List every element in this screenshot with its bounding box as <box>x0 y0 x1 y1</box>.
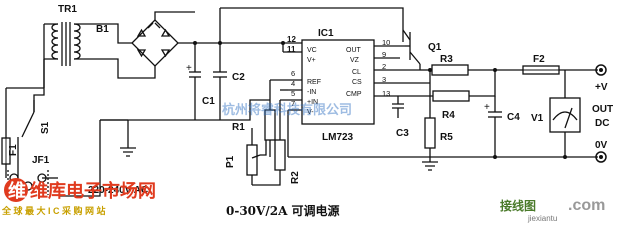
label-out-title: OUT <box>592 104 613 115</box>
transformer-tr1: TR1 <box>44 4 90 66</box>
output-terminal-zero: 0V <box>595 140 608 163</box>
svg-text:6: 6 <box>291 69 295 78</box>
ground-symbol-2 <box>422 161 438 171</box>
svg-text:VC: VC <box>307 47 317 54</box>
brand-logo-left: 维 维库电子市场网 全球最大IC采购网站 <box>1 178 156 216</box>
capacitor-c1: + C1 <box>186 43 215 120</box>
label-f2: F2 <box>533 54 545 65</box>
svg-text:维: 维 <box>8 180 26 201</box>
svg-text:CL: CL <box>352 69 361 76</box>
output-terminal-plus: +V <box>595 64 608 93</box>
resistor-r5: R5 <box>424 83 453 162</box>
svg-text:5: 5 <box>291 89 295 98</box>
capacitor-c3: C3 <box>392 96 409 139</box>
label-s1: S1 <box>40 121 51 134</box>
svg-text:OUT: OUT <box>346 47 362 54</box>
svg-text:4: 4 <box>291 79 295 88</box>
brand-right-name: 接线图 <box>500 198 536 213</box>
brand-logo-right: 接线图 .com jiexiantu <box>500 197 605 223</box>
label-f1: F1 <box>8 144 19 156</box>
svg-text:+: + <box>484 102 490 113</box>
potentiometer-p1: P1 <box>225 89 288 185</box>
svg-text:11: 11 <box>287 45 296 54</box>
label-c2: C2 <box>232 72 245 83</box>
svg-text:V-: V- <box>307 109 314 116</box>
fuse-f2: F2 <box>520 54 598 75</box>
label-tr1: TR1 <box>58 4 77 15</box>
label-jf1: JF1 <box>32 155 50 166</box>
svg-text:V+: V+ <box>307 57 316 64</box>
svg-text:0V: 0V <box>595 140 608 151</box>
label-r2: R2 <box>290 171 301 184</box>
resistor-r4: R4 <box>398 70 496 121</box>
svg-text:-IN: -IN <box>307 89 316 96</box>
schematic-diagram: TR1 F1 S1 JF1 220-240V AC B1 <box>1 4 613 223</box>
label-b1: B1 <box>96 24 109 35</box>
svg-text:3: 3 <box>382 75 386 84</box>
brand-logo-mark <box>4 178 28 202</box>
svg-text:2: 2 <box>382 62 386 71</box>
label-dc-title: DC <box>595 118 609 129</box>
wire-primary-2 <box>6 59 45 89</box>
label-v1: V1 <box>531 113 544 124</box>
resistor-r1: R1 <box>232 79 288 157</box>
brand-right-com: .com <box>568 197 605 214</box>
label-c1: C1 <box>202 96 215 107</box>
label-ic1: IC1 <box>318 28 334 39</box>
capacitor-c4: + C4 <box>484 96 520 157</box>
label-p1: P1 <box>225 155 236 168</box>
watermark-company: 杭州将睿科技有限公司 <box>222 102 352 117</box>
label-ic-part: LM723 <box>322 132 354 143</box>
label-c3: C3 <box>396 128 409 139</box>
ic-lm723: IC1 LM723 VC V+ REF -IN +IN V- OUT VZ CL… <box>282 28 430 143</box>
svg-text:+IN: +IN <box>307 99 318 106</box>
svg-text:CS: CS <box>352 79 362 86</box>
svg-text:12: 12 <box>287 35 296 44</box>
label-r4: R4 <box>442 110 455 121</box>
brand-right-url: jiexiantu <box>527 214 557 223</box>
capacitor-c2: C2 <box>213 43 245 120</box>
fuse-f1: F1 <box>1 105 19 178</box>
svg-text:+V: +V <box>595 82 608 93</box>
bridge-rectifier-b1: B1 <box>90 11 195 79</box>
svg-text:VZ: VZ <box>350 57 360 64</box>
label-r1: R1 <box>232 122 245 133</box>
brand-left-tagline: 全球最大IC采购网站 <box>1 205 108 216</box>
switch-s1: S1 <box>17 100 51 178</box>
diagram-caption: 0-30V/2A 可调电源 <box>226 203 340 218</box>
label-c4: C4 <box>507 112 520 123</box>
svg-text:13: 13 <box>382 89 390 98</box>
svg-text:+: + <box>186 63 192 74</box>
transistor-q1: Q1 <box>402 29 442 70</box>
brand-left-name: 维库电子市场网 <box>30 180 156 201</box>
svg-text:9: 9 <box>382 50 386 59</box>
svg-text:10: 10 <box>382 38 390 47</box>
svg-text:7: 7 <box>291 99 295 108</box>
label-r3: R3 <box>440 54 453 65</box>
label-mains: 220-240V AC <box>88 185 148 196</box>
svg-text:CMP: CMP <box>346 91 362 98</box>
resistor-r2: R2 <box>252 99 301 186</box>
voltmeter-v1: V1 <box>531 70 581 157</box>
svg-text:REF: REF <box>307 79 321 86</box>
wire-primary-1 <box>33 24 45 112</box>
label-r5: R5 <box>440 132 453 143</box>
label-q1: Q1 <box>428 42 442 53</box>
